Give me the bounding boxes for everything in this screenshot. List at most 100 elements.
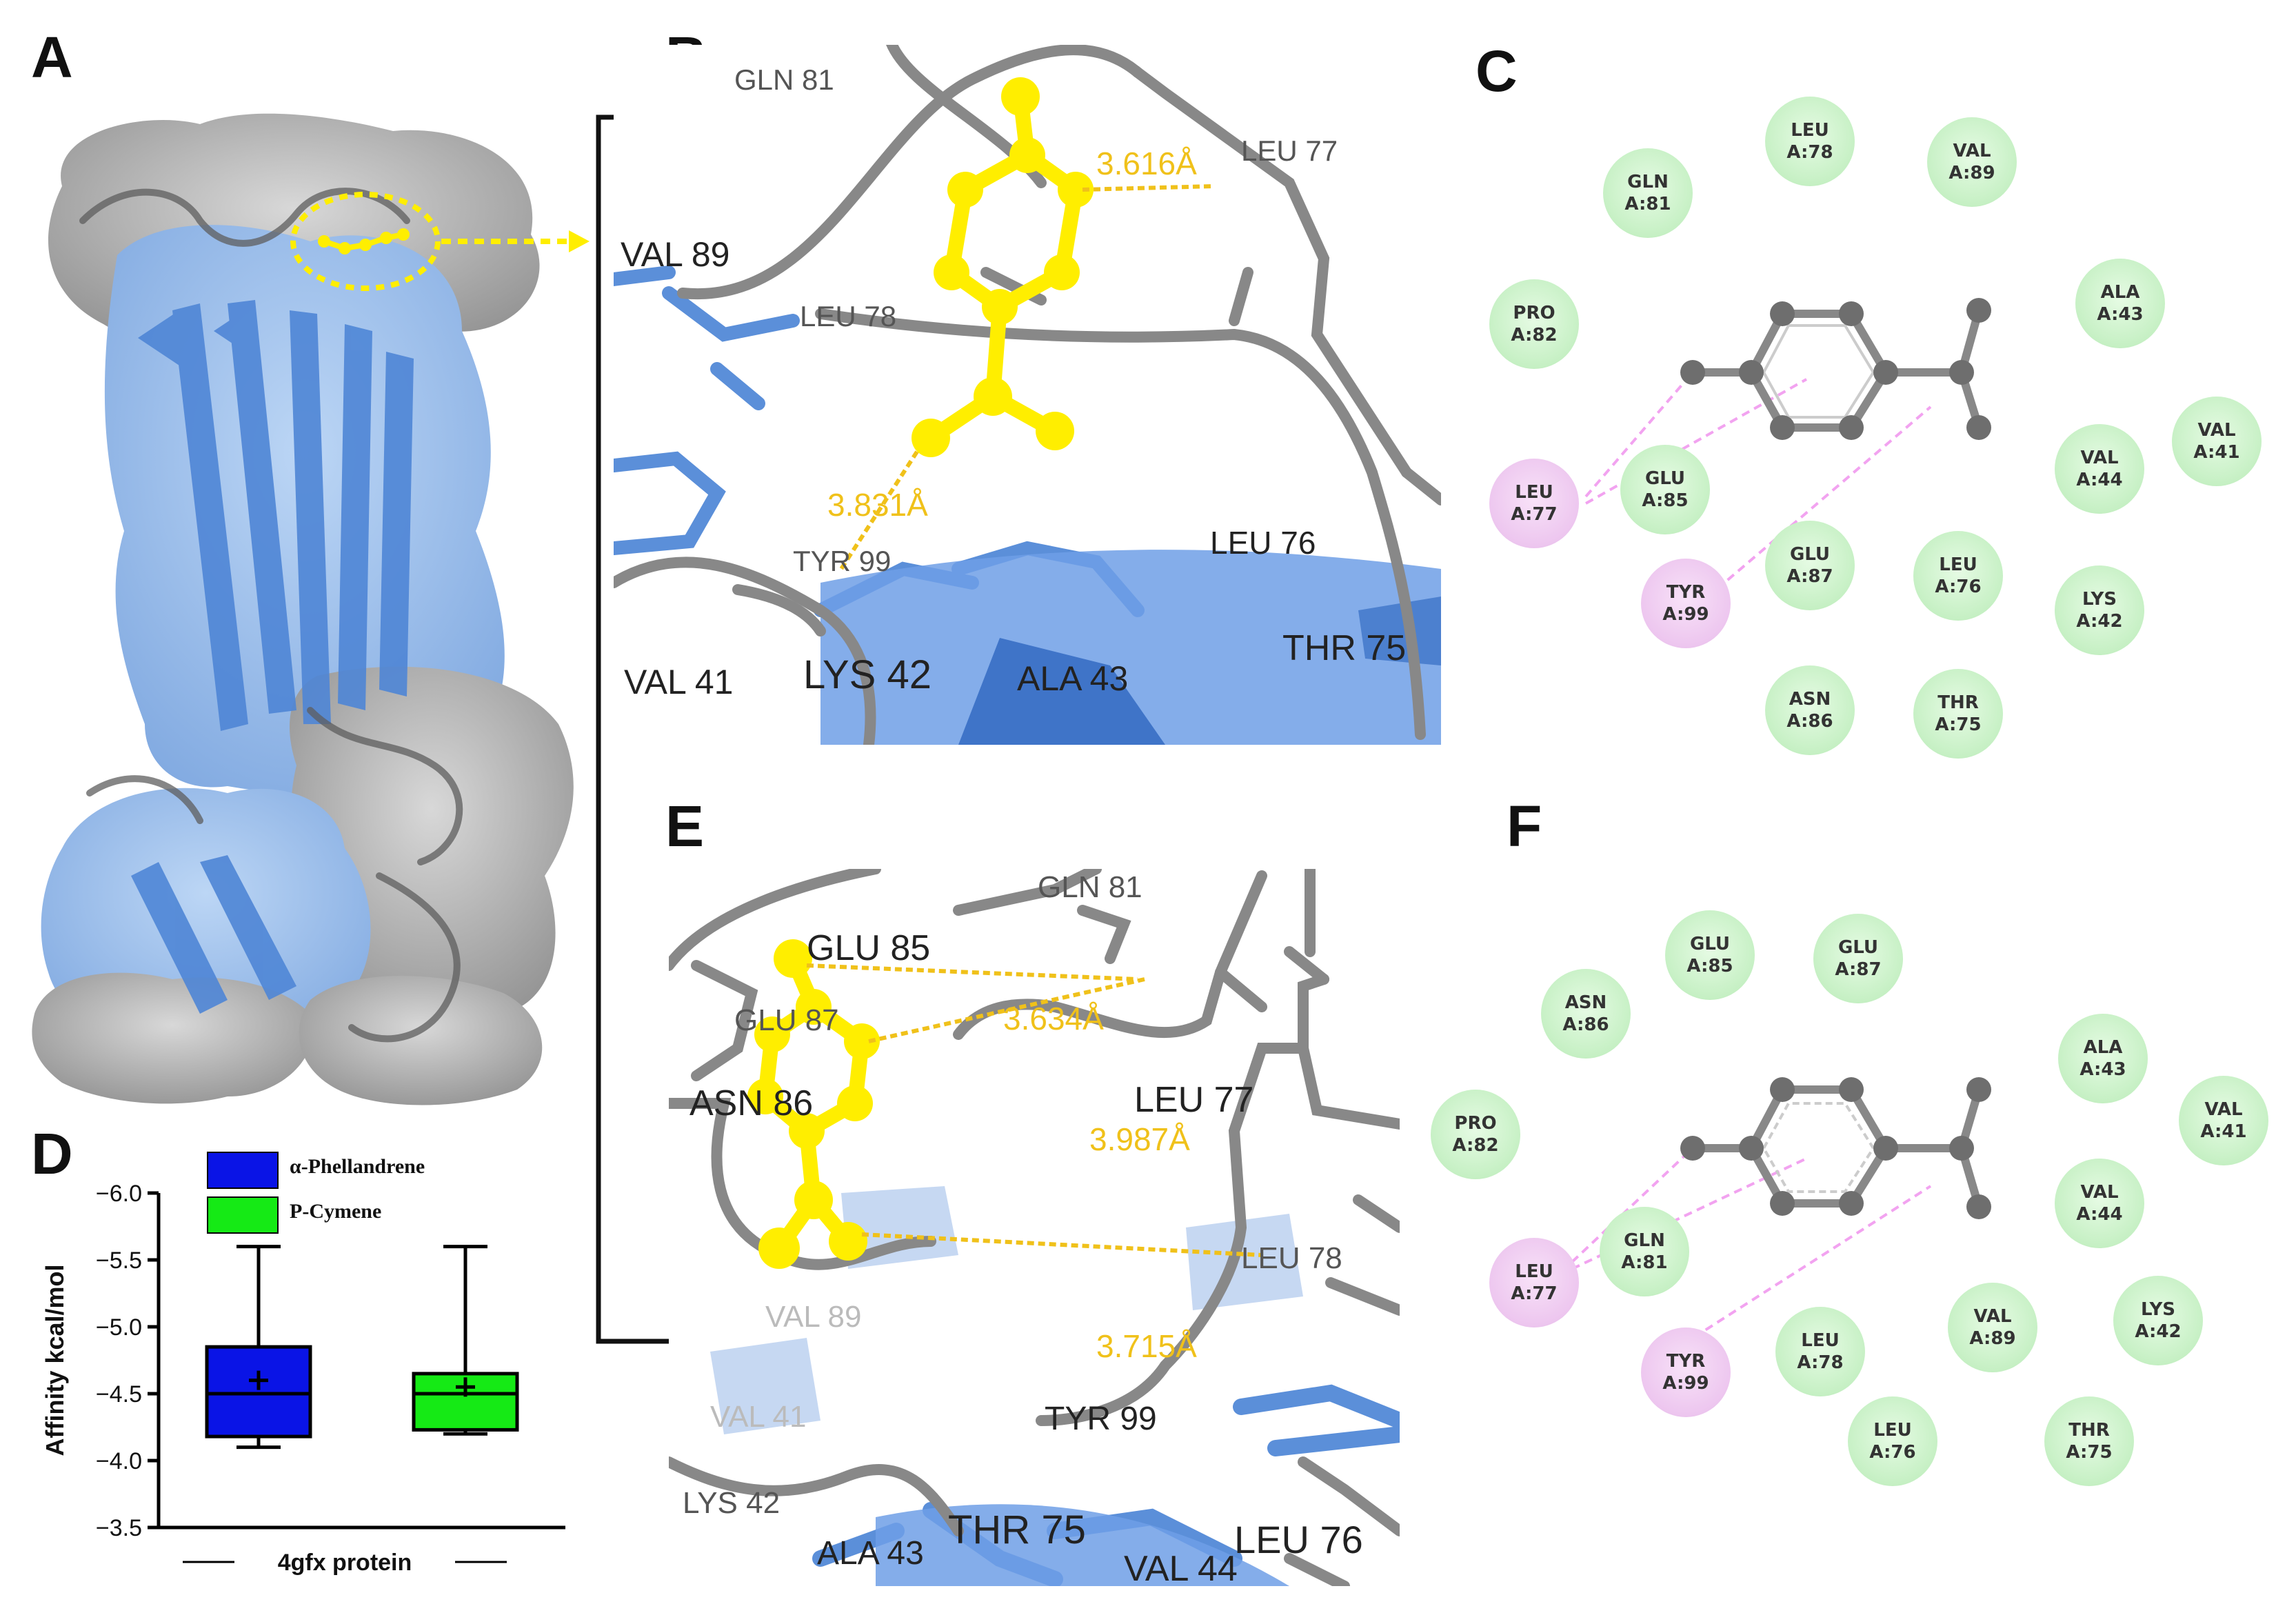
residue-label-thr75-e: THR 75 <box>948 1507 1086 1552</box>
residue-name: THR <box>2068 1419 2110 1441</box>
residue-chain: A:89 <box>1948 163 1995 183</box>
residue-chain: A:81 <box>1621 1252 1668 1273</box>
residue-label-lys42-b: LYS 42 <box>803 652 932 697</box>
residue-name: LEU <box>1873 1419 1912 1441</box>
residue-label-gln81-b: GLN 81 <box>734 63 834 96</box>
residue-chain: A:87 <box>1786 566 1833 587</box>
residue-label-leu77-b: LEU 77 <box>1241 134 1338 167</box>
residue-chain: A:75 <box>2066 1442 2113 1463</box>
docking-view-e-svg <box>669 869 1400 1586</box>
residue-name: VAL <box>1973 1305 2012 1327</box>
residue-label-gln81-e: GLN 81 <box>1038 870 1142 904</box>
residue-chain: A:85 <box>1642 490 1689 511</box>
residue-chain: A:41 <box>2200 1121 2247 1142</box>
distance-label-e-2: 3.987Å <box>1089 1121 1190 1157</box>
residue-chain: A:99 <box>1662 1373 1709 1394</box>
legend-label-alpha: α-Phellandrene <box>290 1155 425 1178</box>
residue-chain: A:87 <box>1835 959 1882 980</box>
residue-name: GLU <box>1689 933 1731 954</box>
residue-name: LEU <box>1801 1330 1840 1351</box>
residue-chain: A:78 <box>1797 1352 1844 1373</box>
residue-label-lys42-e: LYS 42 <box>683 1486 781 1520</box>
distance-label-e-1: 3.634Å <box>1003 1001 1104 1036</box>
legend-swatch-alpha <box>207 1152 279 1189</box>
x-axis-label: 4gfx protein <box>278 1550 412 1576</box>
residue-chain: A:86 <box>1562 1014 1609 1035</box>
interaction-map-c-lines <box>1584 298 1991 608</box>
distance-label-b-1: 3.616Å <box>1096 146 1197 181</box>
residue-chain: A:76 <box>1869 1442 1916 1463</box>
residue-name: GLU <box>1644 468 1686 489</box>
residue-chain: A:81 <box>1624 194 1671 214</box>
residue-chain: A:42 <box>2135 1321 2182 1342</box>
residue-label-ala43-e: ALA 43 <box>817 1535 924 1572</box>
interaction-map-f-lines <box>1571 1077 1991 1346</box>
residue-label-val41-b: VAL 41 <box>624 663 734 701</box>
residue-chain: A:89 <box>1969 1328 2016 1349</box>
box-1 <box>412 1372 519 1432</box>
docking-view-b-svg <box>614 45 1441 745</box>
distance-label-b-2: 3.831Å <box>827 487 928 523</box>
residue-name: GLU <box>1789 543 1831 565</box>
residue-name: GLU <box>1837 936 1879 958</box>
residue-chain: A:75 <box>1935 714 1982 735</box>
residue-name: ASN <box>1564 992 1607 1013</box>
legend-swatch-pcymene <box>207 1196 279 1234</box>
panel-label-a: A <box>31 25 73 90</box>
residue-label-ala43-b: ALA 43 <box>1017 659 1129 698</box>
residue-name: VAL <box>2080 1181 2119 1203</box>
y-tick-label: −5.5 <box>96 1248 142 1274</box>
residue-label-val41-e: VAL 41 <box>710 1400 807 1434</box>
docking-view-e <box>669 869 1400 1586</box>
residue-label-leu76-b: LEU 76 <box>1210 525 1316 561</box>
residue-name: LEU <box>1515 481 1553 503</box>
residue-chain: A:42 <box>2076 611 2123 632</box>
residue-chain: A:99 <box>1662 604 1709 625</box>
distance-label-e-3: 3.715Å <box>1096 1328 1197 1364</box>
residue-chain: A:44 <box>2076 470 2123 490</box>
residue-name: LYS <box>2140 1299 2176 1320</box>
residue-name: LEU <box>1515 1261 1553 1282</box>
residue-name: VAL <box>2197 419 2236 441</box>
residue-label-val89-b: VAL 89 <box>621 235 730 274</box>
residue-name: VAL <box>2080 447 2119 468</box>
residue-name: TYR <box>1666 1350 1706 1372</box>
residue-label-asn86-e: ASN 86 <box>689 1083 814 1123</box>
residue-chain: A:44 <box>2076 1204 2123 1225</box>
residue-label-tyr99-b: TYR 99 <box>793 545 892 577</box>
y-tick-label: −4.5 <box>96 1381 142 1407</box>
residue-label-tyr99-e: TYR 99 <box>1045 1401 1157 1437</box>
residue-label-glu85-e: GLU 85 <box>807 928 931 968</box>
residue-label-val89-e: VAL 89 <box>765 1300 862 1334</box>
legend-label-pcymene: P-Cymene <box>290 1200 382 1223</box>
y-tick-label: −3.5 <box>96 1515 142 1541</box>
residue-chain: A:86 <box>1786 711 1833 732</box>
residue-name: LEU <box>1939 554 1977 575</box>
residue-name: VAL <box>2204 1099 2243 1120</box>
residue-chain: A:43 <box>2097 304 2144 325</box>
residue-name: ASN <box>1789 688 1831 710</box>
residue-name: THR <box>1937 692 1979 713</box>
protein-surface-svg <box>32 113 590 1105</box>
residue-chain: A:85 <box>1686 956 1733 976</box>
